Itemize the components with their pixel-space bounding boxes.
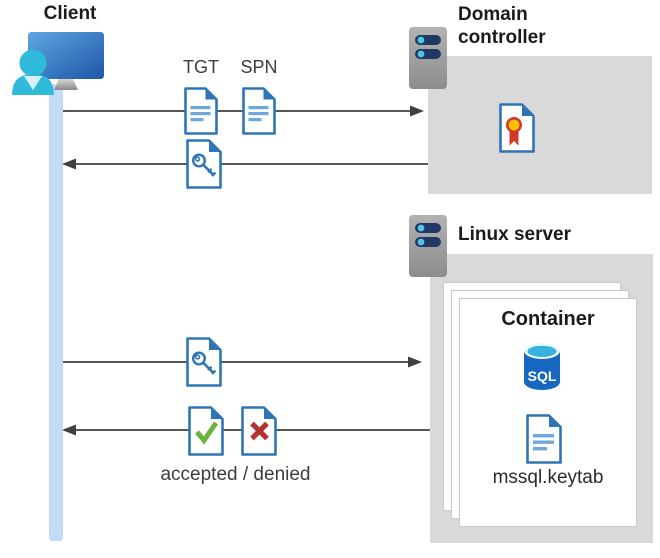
keytab-document-icon	[526, 414, 562, 464]
keytab-filename-label: mssql.keytab	[492, 467, 604, 488]
domain-controller-label: Domain controller	[458, 4, 546, 48]
monitor-icon	[28, 32, 104, 79]
arrow-domain-controller-to-client	[62, 158, 428, 170]
tgt-label: TGT	[183, 57, 219, 77]
server-icon	[409, 27, 447, 89]
denied-document-icon	[241, 406, 277, 456]
client-lifeline	[49, 84, 63, 541]
key-ticket-document-icon	[186, 337, 222, 387]
server-icon	[409, 215, 447, 277]
person-collar	[24, 76, 42, 90]
linux-server-label: Linux server	[458, 224, 571, 245]
sql-badge-text: SQL	[528, 368, 557, 384]
client-computer-user-icon	[12, 32, 104, 95]
container-label: Container	[501, 308, 595, 330]
spn-document-icon	[242, 87, 276, 135]
sql-database-icon: SQL	[524, 343, 560, 390]
client-label: Client	[43, 3, 97, 24]
spn-label: SPN	[240, 57, 278, 77]
domain-controller-box	[428, 56, 652, 194]
arrow-client-to-domain-controller	[63, 105, 424, 117]
monitor-stand	[54, 79, 78, 90]
certificate-icon	[499, 103, 535, 153]
tgt-document-icon	[184, 87, 218, 135]
container-card-front	[459, 298, 637, 527]
accepted-denied-label: accepted / denied	[160, 464, 311, 485]
key-ticket-document-icon	[186, 139, 222, 189]
person-head	[19, 49, 47, 77]
accepted-document-icon	[188, 406, 224, 456]
arrow-client-to-linux-server	[63, 356, 422, 368]
